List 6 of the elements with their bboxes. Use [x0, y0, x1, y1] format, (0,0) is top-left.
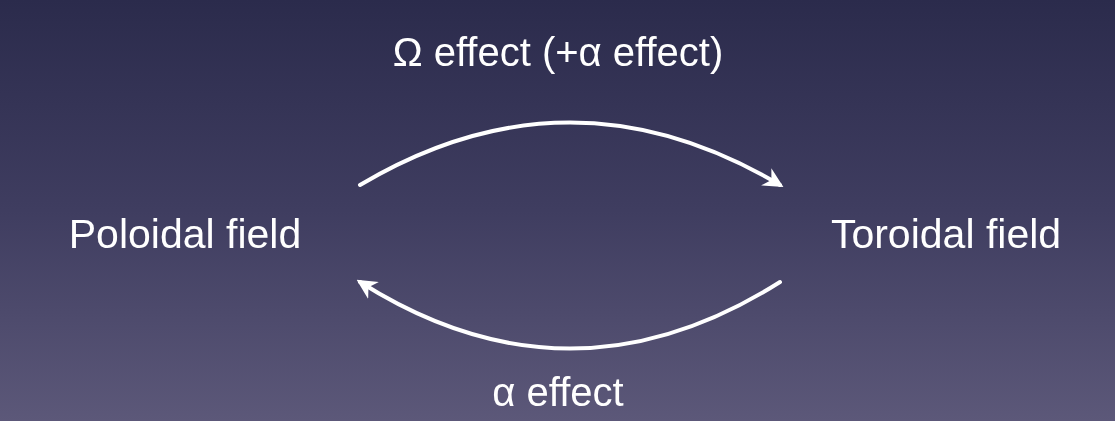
node-label: Poloidal field: [68, 210, 302, 260]
curved-arrow: [356, 280, 782, 351]
node-label: Toroidal field: [830, 210, 1062, 260]
edge-label: Ω effect (+α effect): [392, 30, 724, 74]
curved-arrow: [358, 120, 784, 187]
edge-label: α effect: [492, 370, 624, 414]
